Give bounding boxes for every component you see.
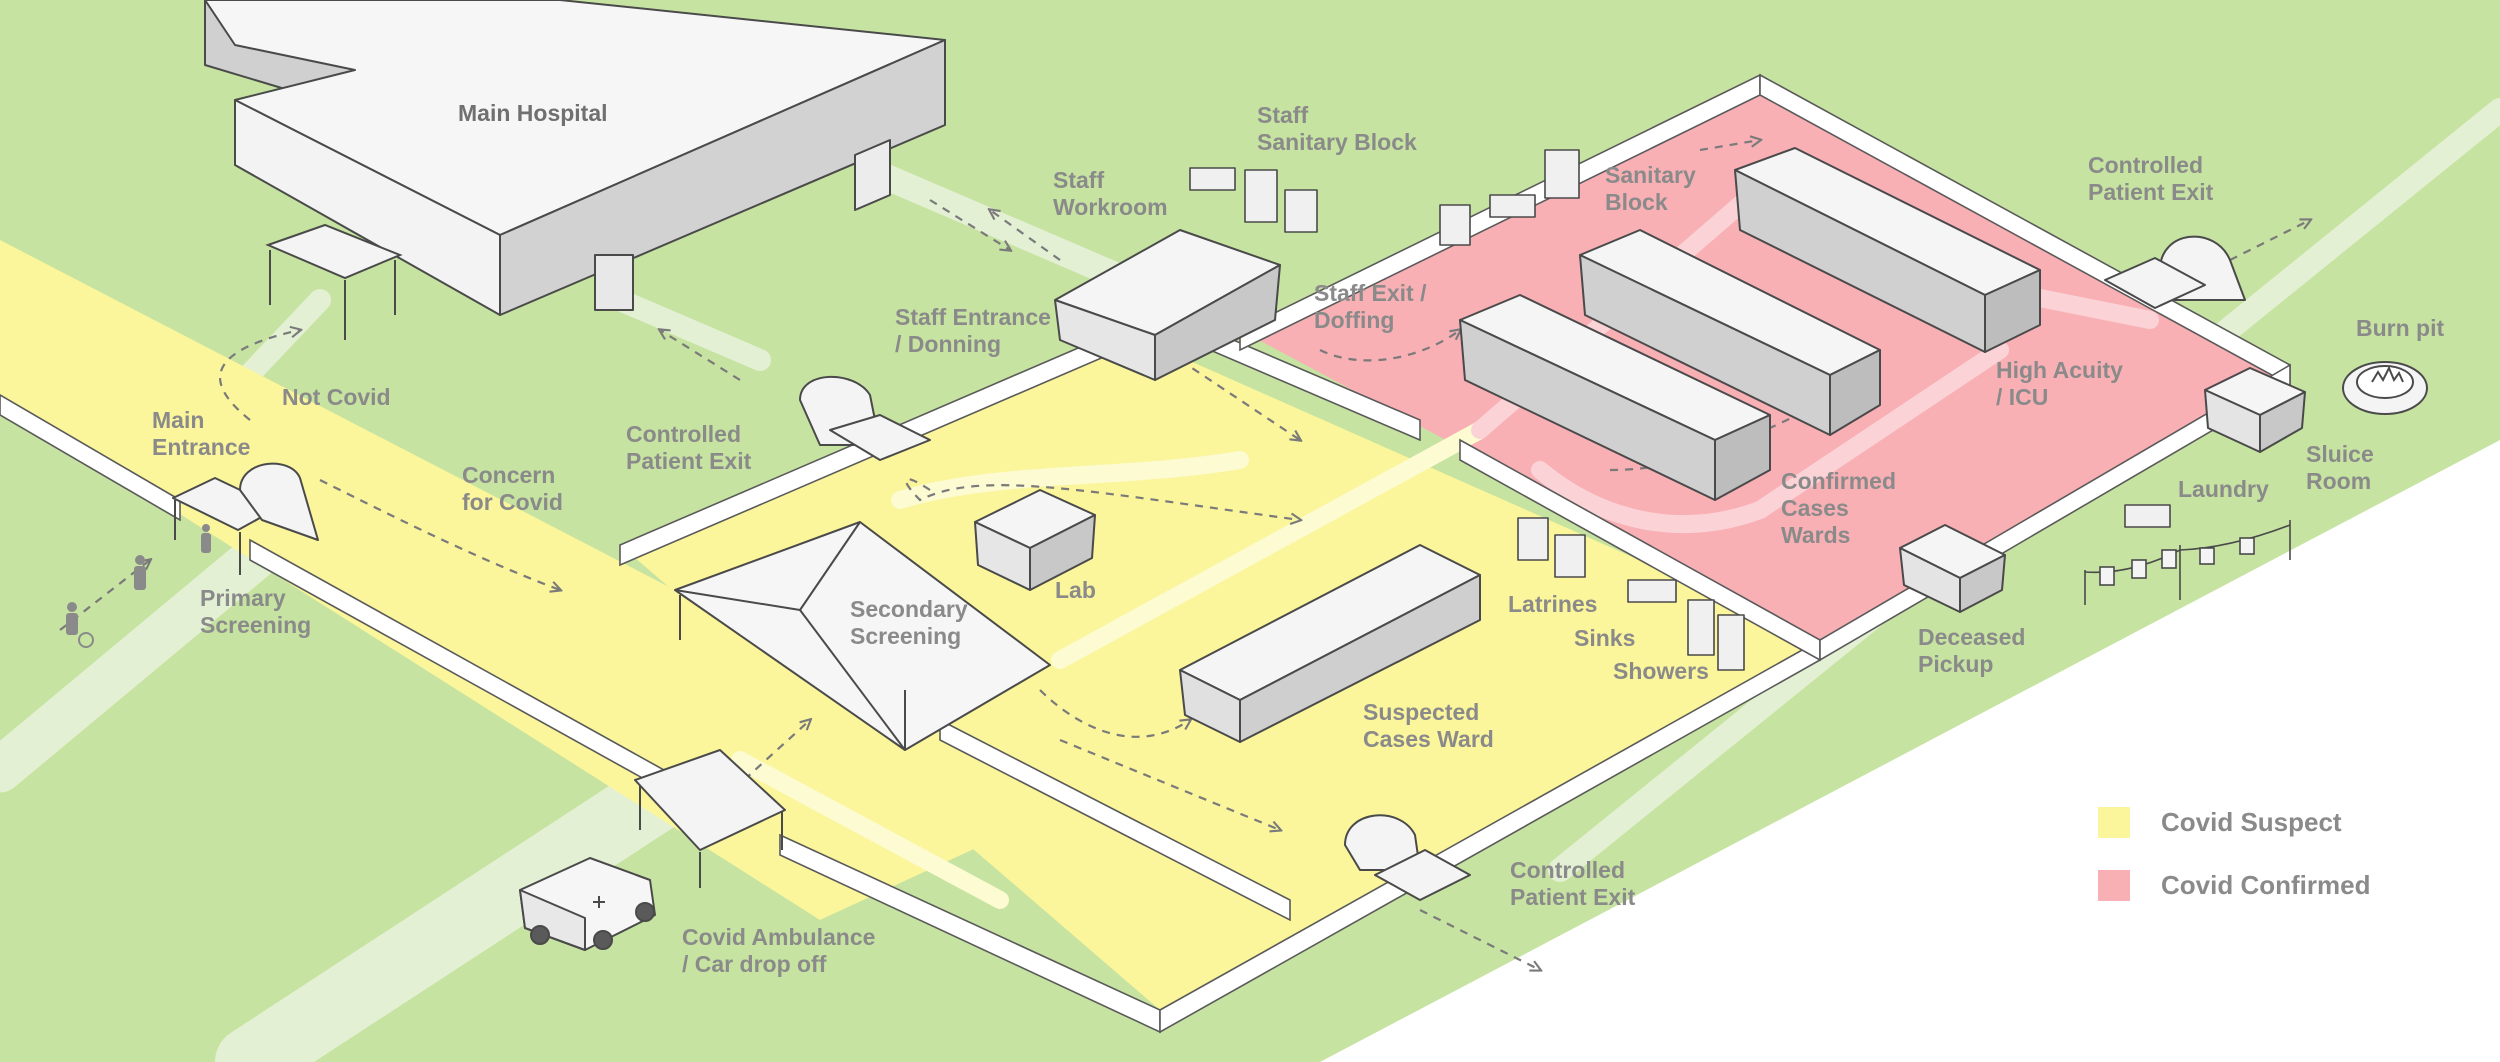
legend-swatch-confirmed (2098, 870, 2130, 901)
deceased-pickup-building (1899, 524, 2006, 613)
staff-entrance-donning-label: Staff Entrance / Donning (895, 304, 1051, 358)
hospital-canopy (265, 223, 403, 340)
lab-building (974, 489, 1096, 591)
staff-exit-doffing-line2: Doffing (1314, 307, 1395, 333)
sanitary-block-line1: Sanitary (1605, 162, 1696, 188)
concern-for-covid-line2: for Covid (462, 489, 563, 515)
controlled-patient-exit-s-label: Controlled Patient Exit (1510, 857, 1635, 911)
concern-for-covid-line1: Concern (462, 462, 556, 488)
controlled-patient-exit-s-line1: Controlled (1510, 857, 1625, 883)
secondary-screening-line1: Secondary (850, 596, 968, 622)
burn-pit-label: Burn pit (2356, 315, 2445, 341)
suspected-cases-ward-line1: Suspected (1363, 699, 1480, 725)
deceased-pickup-line2: Pickup (1918, 651, 1994, 677)
staff-exit-doffing-label: Staff Exit / Doffing (1314, 280, 1426, 334)
small-facilities (1189, 149, 2171, 671)
latrines-label: Latrines (1508, 591, 1598, 617)
confirmed-cases-wards-label: Confirmed Cases Wards (1781, 468, 1896, 549)
laundry-line (2084, 520, 2291, 605)
high-acuity-icu-label: High Acuity / ICU (1996, 357, 2123, 411)
main-entrance-label: Main Entrance (152, 407, 250, 461)
main-entrance-line2: Entrance (152, 434, 251, 460)
staff-exit-doffing-line1: Staff Exit / (1314, 280, 1427, 306)
covid-ambulance-line2: / Car drop off (682, 951, 827, 977)
staff-entrance-donning-line2: / Donning (895, 331, 1002, 357)
laundry-label: Laundry (2178, 476, 2269, 502)
covid-ambulance-line1: Covid Ambulance (682, 924, 876, 950)
legend-item-confirmed: Covid Confirmed (2098, 868, 2418, 902)
confirmed-cases-wards-line3: Wards (1781, 522, 1851, 548)
high-acuity-icu-line2: / ICU (1996, 384, 2049, 410)
inner-paths (731, 421, 1489, 909)
sluice-room-label: Sluice Room (2306, 441, 2374, 495)
staff-workroom-label: Staff Workroom (1053, 167, 1168, 221)
suspected-cases-ward-line2: Cases Ward (1363, 726, 1494, 752)
legend-label-suspect: Covid Suspect (2161, 807, 2342, 837)
controlled-patient-exit-w-line2: Patient Exit (626, 448, 752, 474)
showers-label: Showers (1613, 658, 1709, 684)
controlled-patient-exit-w-line1: Controlled (626, 421, 741, 447)
suspected-cases-ward-building (1179, 544, 1481, 743)
staff-workroom-line1: Staff (1053, 167, 1105, 193)
suspect-entry-road (0, 240, 1080, 920)
legend-swatch-suspect (2098, 807, 2130, 838)
suspected-cases-ward-label: Suspected Cases Ward (1363, 699, 1494, 753)
ambulance-icon (519, 857, 656, 951)
staff-workroom-line2: Workroom (1053, 194, 1168, 220)
main-entrance-line1: Main (152, 407, 205, 433)
sluice-room-line2: Room (2306, 468, 2372, 494)
people-icons (66, 524, 211, 648)
tents-canopies (172, 235, 2246, 901)
confirmed-cases-wards-line2: Cases (1781, 495, 1849, 521)
sinks-label: Sinks (1574, 625, 1636, 651)
controlled-patient-exit-ne-line1: Controlled (2088, 152, 2203, 178)
primary-screening-line2: Screening (200, 612, 312, 638)
high-acuity-icu-line1: High Acuity (1996, 357, 2123, 383)
sluice-room-line1: Sluice (2306, 441, 2374, 467)
lab-label: Lab (1055, 577, 1096, 603)
staff-entrance-donning-line1: Staff Entrance (895, 304, 1051, 330)
sanitary-block-line2: Block (1605, 189, 1668, 215)
primary-screening-label: Primary Screening (200, 585, 311, 639)
primary-screening-line1: Primary (200, 585, 286, 611)
legend-item-suspect: Covid Suspect (2098, 805, 2418, 839)
staff-sanitary-block-line1: Staff (1257, 102, 1309, 128)
legend-label-confirmed: Covid Confirmed (2161, 870, 2371, 900)
concern-for-covid-label: Concern for Covid (462, 462, 563, 516)
controlled-patient-exit-ne-label: Controlled Patient Exit (2088, 152, 2213, 206)
main-hospital-label: Main Hospital (458, 100, 608, 126)
deceased-pickup-label: Deceased Pickup (1918, 624, 2025, 678)
confirmed-ward-1 (1459, 294, 1771, 501)
staff-sanitary-block-line2: Sanitary Block (1257, 129, 1417, 155)
deceased-pickup-line1: Deceased (1918, 624, 2026, 650)
controlled-patient-exit-ne-line2: Patient Exit (2088, 179, 2214, 205)
burn-pit-icon (2342, 361, 2428, 415)
staff-workroom-building (1054, 229, 1281, 381)
sluice-room-building (2204, 367, 2306, 453)
confirmed-cases-wards-line1: Confirmed (1781, 468, 1896, 494)
sanitary-block-label: Sanitary Block (1605, 162, 1696, 216)
covid-ambulance-label: Covid Ambulance / Car drop off (682, 924, 875, 978)
main-hospital-building (204, 0, 946, 316)
secondary-screening-tent (674, 521, 1051, 751)
not-covid-label: Not Covid (282, 384, 391, 410)
confirmed-ward-3 (1734, 147, 2041, 353)
staff-sanitary-block-label: Staff Sanitary Block (1257, 102, 1417, 156)
controlled-patient-exit-s-line2: Patient Exit (1510, 884, 1636, 910)
controlled-patient-exit-w-label: Controlled Patient Exit (626, 421, 751, 475)
secondary-screening-line2: Screening (850, 623, 962, 649)
secondary-screening-label: Secondary Screening (850, 596, 968, 650)
confirmed-ward-2 (1579, 229, 1881, 436)
